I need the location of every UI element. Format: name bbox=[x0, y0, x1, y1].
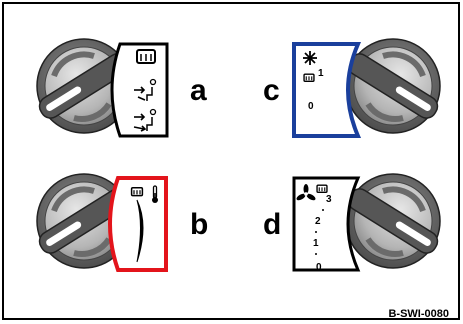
scale-dot bbox=[322, 209, 324, 211]
scale-d-3: 3 bbox=[326, 194, 332, 205]
panel-a bbox=[110, 42, 169, 138]
face-and-feet-airflow-icon bbox=[133, 108, 157, 132]
snowflake-icon bbox=[303, 51, 317, 65]
panel-d: 3 2 1 0 bbox=[292, 176, 361, 273]
panel-c: 1 0 bbox=[292, 42, 362, 138]
label-c: c bbox=[263, 74, 280, 107]
thermometer-icon bbox=[152, 185, 158, 203]
rear-defrost-icon bbox=[316, 184, 328, 193]
scale-dot bbox=[315, 231, 317, 233]
label-d: d bbox=[263, 208, 282, 241]
knob-c bbox=[345, 38, 441, 134]
rear-defrost-icon bbox=[130, 187, 144, 197]
scale-d-2: 2 bbox=[315, 216, 321, 227]
fan-icon bbox=[296, 184, 316, 201]
figure-frame bbox=[2, 2, 460, 320]
scale-c-0: 0 bbox=[308, 101, 314, 112]
knob-a bbox=[36, 38, 132, 134]
label-a: a bbox=[190, 74, 207, 107]
reference-code: B-SWI-0080 bbox=[388, 308, 449, 320]
temperature-scale-wedge bbox=[136, 199, 144, 263]
scale-dot bbox=[315, 253, 317, 255]
knob-b bbox=[36, 173, 132, 269]
panel-b bbox=[108, 176, 168, 272]
scale-d-0: 0 bbox=[316, 262, 322, 273]
rear-defrost-icon bbox=[136, 49, 156, 64]
label-b: b bbox=[190, 208, 209, 241]
knob-d bbox=[345, 173, 441, 269]
feet-airflow-icon bbox=[134, 78, 157, 101]
scale-c-1: 1 bbox=[318, 68, 324, 79]
scale-d-1: 1 bbox=[313, 238, 319, 249]
rear-defrost-icon bbox=[303, 73, 315, 82]
